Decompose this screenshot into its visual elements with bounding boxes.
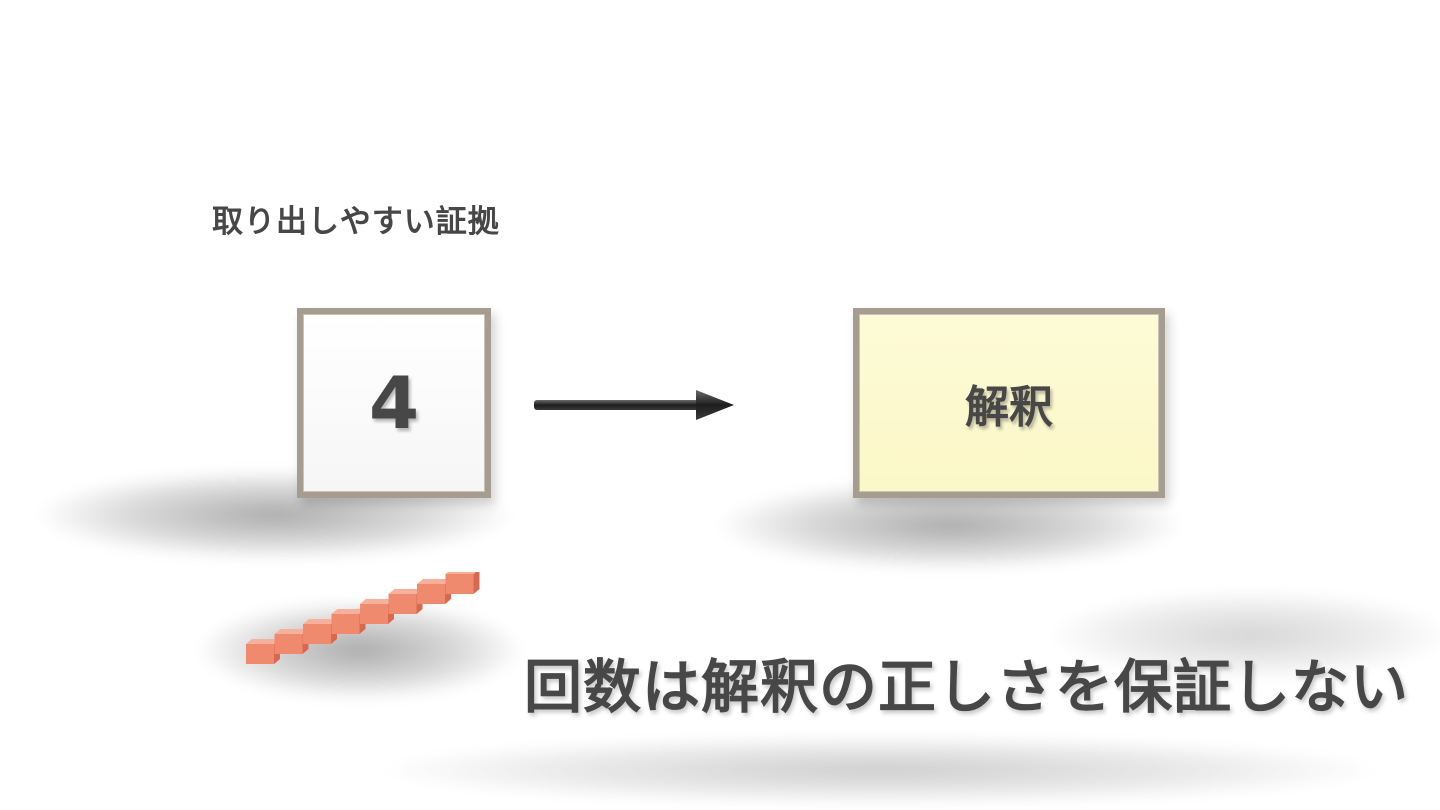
right-arrow-icon — [534, 390, 734, 420]
staircase-icon — [246, 572, 480, 664]
background-shadow — [1050, 590, 1440, 680]
number-card: 4 — [297, 308, 491, 498]
interpretation-card: 解釈 — [853, 308, 1165, 498]
headline-shadow — [380, 735, 1380, 805]
evidence-caption: 取り出しやすい証拠 — [212, 204, 500, 240]
interpretation-card-label: 解釈 — [965, 382, 1053, 433]
number-card-value: 4 — [368, 361, 420, 445]
headline: 回数は解釈の正しさを保証しない — [524, 653, 1410, 721]
stair-step — [445, 572, 480, 594]
